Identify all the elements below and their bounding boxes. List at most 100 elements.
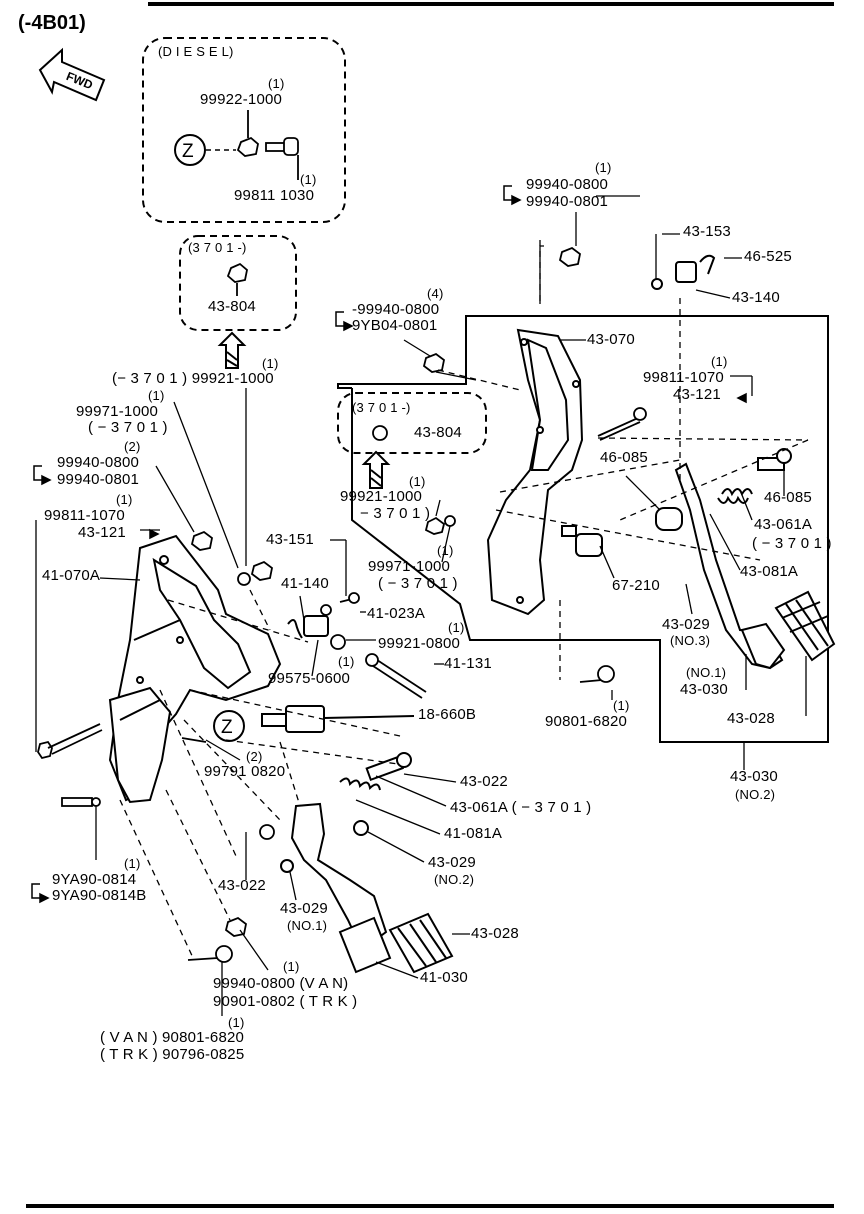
bolt-icon xyxy=(37,407,647,963)
part-label: (− 3 7 0 1 ) 99921-1000 xyxy=(112,370,274,387)
part-label: 90901-0802 ( T R K ) xyxy=(213,993,358,1010)
part-label: 90801-6820 xyxy=(545,713,628,730)
pedal-bracket-right xyxy=(486,328,584,616)
part-label: (2) xyxy=(246,749,263,764)
bracket-mark xyxy=(31,185,747,904)
part-label: (1) xyxy=(409,474,426,489)
part-label: (1) xyxy=(262,356,279,371)
part-label: 99971-1000 xyxy=(76,403,159,420)
part-label: 67-210 xyxy=(612,577,660,594)
part-label: 43-151 xyxy=(266,531,314,548)
part-label: (1) xyxy=(338,654,355,669)
diesel-hardware xyxy=(236,110,299,180)
nut-icon xyxy=(226,262,388,441)
part-label: 43-070 xyxy=(587,331,635,348)
part-label: (1) xyxy=(437,543,454,558)
part-label: (2) xyxy=(124,439,141,454)
part-label: ( T R K ) 90796-0825 xyxy=(100,1046,245,1063)
part-label: 18-660B xyxy=(418,706,477,723)
part-label: (NO.3) xyxy=(670,633,711,648)
clutch-switch-icon xyxy=(261,705,415,733)
part-label: 43-029 xyxy=(662,616,710,633)
part-label: (NO.2) xyxy=(434,872,475,887)
part-label: (1) xyxy=(283,959,300,974)
part-label: 43-022 xyxy=(460,773,508,790)
part-label: 43-121 xyxy=(673,386,721,403)
part-label: 43-028 xyxy=(471,925,519,942)
part-label: (1) xyxy=(228,1015,245,1030)
part-label: 99811-1070 xyxy=(643,369,724,386)
assembly-frame xyxy=(337,315,829,743)
part-label: 43-061A ( − 3 7 0 1 ) xyxy=(450,799,592,816)
part-label: − 3 7 0 1 ) xyxy=(360,505,431,522)
part-label: (1) xyxy=(124,856,141,871)
diesel-qty-b: (1) xyxy=(300,172,317,187)
part-label: ( V A N ) 90801-6820 xyxy=(100,1029,245,1046)
part-label: ( − 3 7 0 1 ) xyxy=(752,535,832,552)
part-label: 9YA90-0814 xyxy=(52,871,137,888)
diesel-part-b: 99811 1030 xyxy=(234,187,315,204)
part-label: 99971-1000 xyxy=(368,558,451,575)
brake-pedal-right xyxy=(674,462,836,670)
box-3701-top-part: 43-804 xyxy=(208,298,256,315)
part-label: (1) xyxy=(613,698,630,713)
page-code: (-4B01) xyxy=(18,12,86,34)
fwd-arrow-icon: FWD xyxy=(38,47,106,102)
clip-icon xyxy=(287,254,716,639)
part-label: 43-140 xyxy=(732,289,780,306)
part-label: 43-029 xyxy=(280,900,328,917)
part-label: 43-061A xyxy=(754,516,813,533)
diesel-part-a: 99922-1000 xyxy=(200,91,283,108)
part-label: 9YA90-0814B xyxy=(52,887,147,904)
part-label: 41-131 xyxy=(444,655,492,672)
up-arrow-icon xyxy=(217,331,391,489)
part-label: (4) xyxy=(427,286,444,301)
part-label: 43-081A xyxy=(740,563,799,580)
part-label: (1) xyxy=(116,492,133,507)
diesel-box-title: (D I E S E L) xyxy=(158,44,234,59)
part-label: 43-030 xyxy=(680,681,728,698)
part-label: 46-085 xyxy=(764,489,812,506)
part-label: 99791 0820 xyxy=(204,763,286,780)
part-label: ( − 3 7 0 1 ) xyxy=(378,575,458,592)
part-label: (NO.1) xyxy=(287,918,328,933)
part-label: (NO.2) xyxy=(735,787,776,802)
leader-lines xyxy=(35,195,809,1016)
box-3701-top-title: (3 7 0 1 -) xyxy=(188,240,247,255)
part-label: 99940-0801 xyxy=(526,193,609,210)
part-label: 99940-0800 xyxy=(526,176,609,193)
part-label: (1) xyxy=(595,160,612,175)
part-label: ( − 3 7 0 1 ) xyxy=(88,419,168,436)
part-label: 41-081A xyxy=(444,825,503,842)
diesel-box xyxy=(142,37,346,223)
return-spring-icon xyxy=(655,448,792,531)
box-3701-top xyxy=(179,235,297,331)
svg-text:Z: Z xyxy=(182,141,194,162)
part-label: 46-085 xyxy=(600,449,648,466)
part-label: 43-028 xyxy=(727,710,775,727)
pedal-bracket-left xyxy=(108,534,282,804)
part-label: 99940-0800 (V A N) xyxy=(213,975,349,992)
part-label: 41-070A xyxy=(42,567,101,584)
part-label: (1) xyxy=(448,620,465,635)
part-label: 41-023A xyxy=(367,605,426,622)
part-label: (1) xyxy=(711,354,728,369)
part-label: 99940-0801 xyxy=(57,471,140,488)
part-label: 41-030 xyxy=(420,969,468,986)
box-3701-mid-title: (3 7 0 1 -) xyxy=(352,400,411,415)
part-label: (NO.1) xyxy=(686,665,727,680)
part-label: (1) xyxy=(148,388,165,403)
part-label: 43-153 xyxy=(683,223,731,240)
part-label: 41-140 xyxy=(281,575,329,592)
part-label: 99940-0800 xyxy=(57,454,140,471)
part-label: 43-121 xyxy=(78,524,126,541)
part-label: 43-022 xyxy=(218,877,266,894)
clutch-pedal xyxy=(280,752,454,974)
svg-text:Z: Z xyxy=(221,717,233,738)
part-label: 9YB04-0801 xyxy=(352,317,438,334)
part-label: 99921-0800 xyxy=(378,635,461,652)
z-marker-icon: Z Z xyxy=(174,134,245,742)
box-3701-mid-part: 43-804 xyxy=(414,424,462,441)
diesel-qty-a: (1) xyxy=(268,76,285,91)
part-label: 46-525 xyxy=(744,248,792,265)
